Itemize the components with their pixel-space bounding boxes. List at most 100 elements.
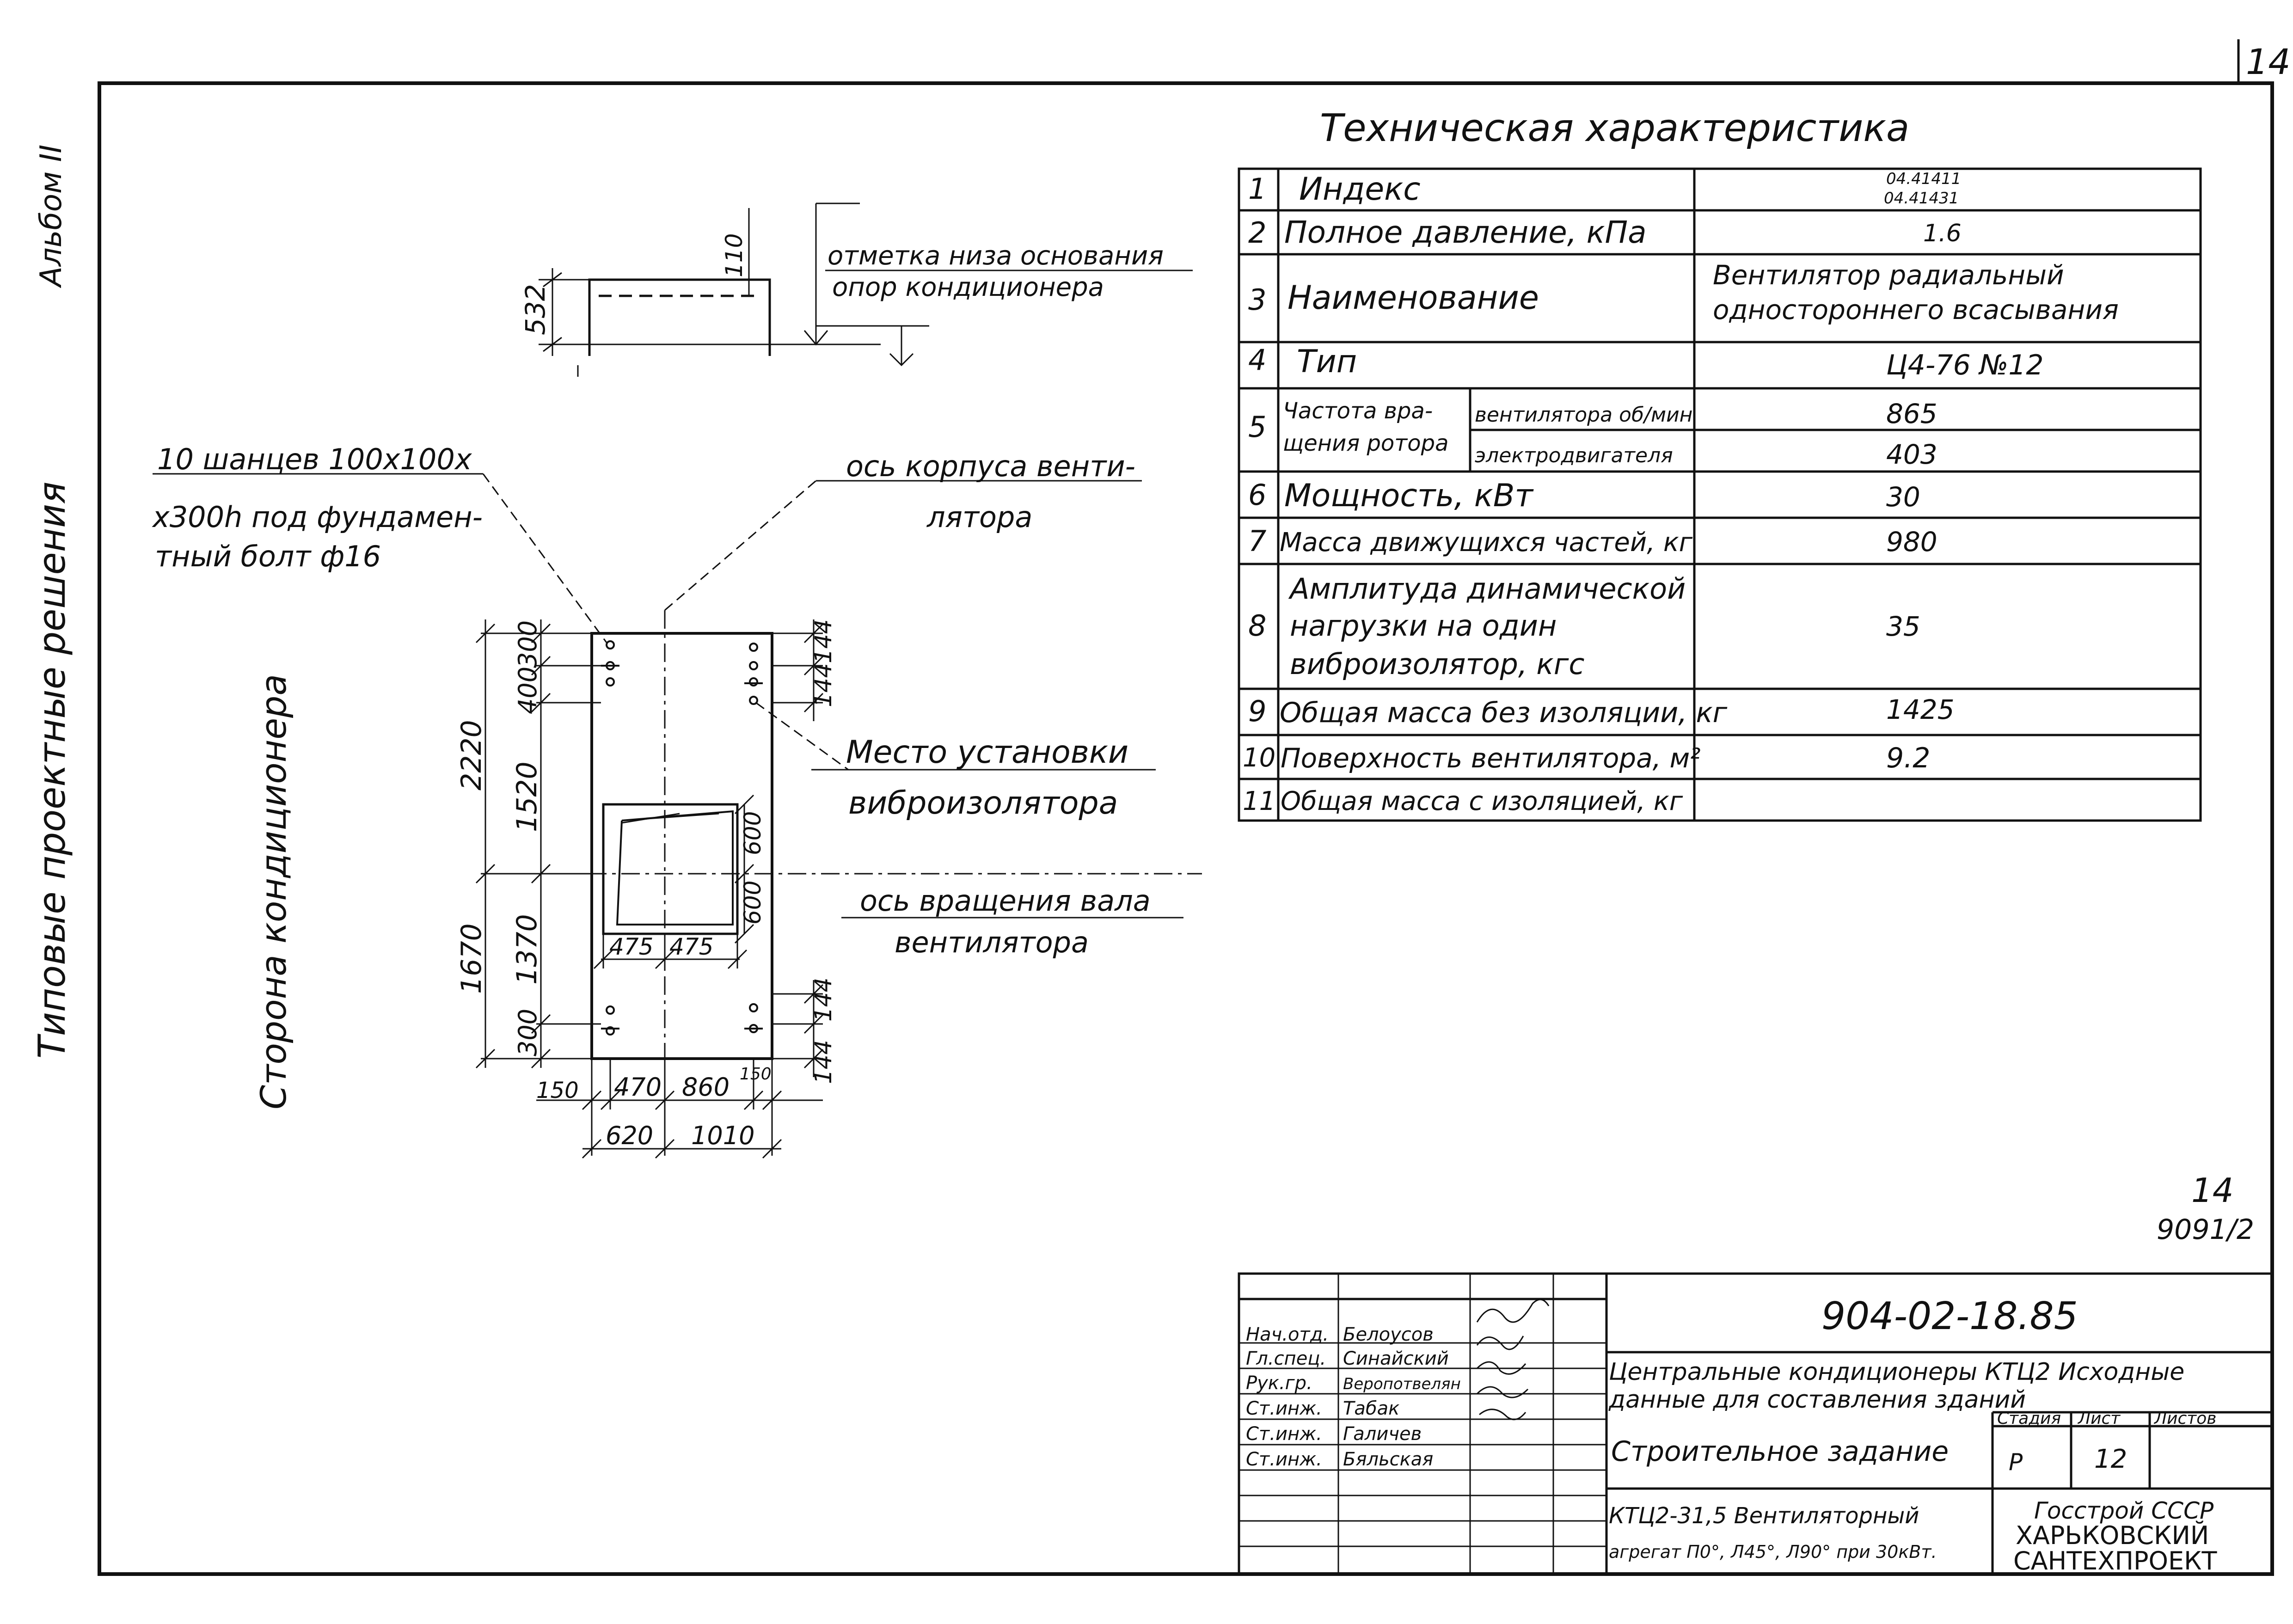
- support-mark-line-1: отметка низа основания: [828, 241, 1164, 271]
- row-10-value: 9.2: [1886, 742, 1930, 774]
- row-4-value: Ц4-76 №12: [1886, 349, 2044, 381]
- org-line-2: ХАРЬКОВСКИЙ: [2016, 1521, 2209, 1550]
- row-7-name: Масса движущихся частей, кг: [1280, 527, 1693, 558]
- dim-470: 470: [614, 1072, 662, 1102]
- dim-144-b: 144: [810, 663, 837, 707]
- sheet-value: 12: [2094, 1444, 2127, 1474]
- title-block: Нач.отд. Белоусов Гл.спец. Синайский Рук…: [1246, 1294, 2217, 1575]
- title-block-grid: [1238, 1272, 2274, 1575]
- unit-line-2: агрегат П0°, Л45°, Л90° при 30кВт.: [1609, 1542, 1937, 1562]
- dim-150-b: 150: [740, 1065, 772, 1084]
- dim-600-b: 600: [739, 881, 766, 925]
- row-5-sub-1: вентилятора об/мин: [1475, 403, 1692, 427]
- sheet-mark-number: 14: [2191, 1171, 2234, 1210]
- dim-600-a: 600: [739, 811, 766, 855]
- row-3-value-1: Вентилятор радиальный: [1713, 259, 2064, 291]
- row-8-name-3: виброизолятор, кгс: [1290, 647, 1584, 681]
- org-line-1: Госстрой СССР: [2034, 1497, 2214, 1524]
- shaft-axis-1: ось вращения вала: [860, 884, 1151, 918]
- row-1-value-1: 04.41411: [1886, 170, 1961, 188]
- row-2-value: 1.6: [1923, 220, 1962, 247]
- dim-chains: [475, 619, 824, 1159]
- axis-body-1: ось корпуса венти-: [846, 449, 1135, 483]
- dim-150-a: 150: [536, 1078, 579, 1103]
- sheet-mark-code: 9091/2: [2157, 1213, 2254, 1246]
- row-1-n: 1: [1248, 172, 1266, 206]
- row-8-n: 8: [1248, 609, 1266, 643]
- row-1-name: Индекс: [1299, 171, 1421, 208]
- row-5-value-2: 403: [1886, 439, 1937, 470]
- row-3-n: 3: [1248, 283, 1266, 317]
- person-6-role: Ст.инж.: [1246, 1449, 1322, 1470]
- dim-144-a: 144: [810, 619, 837, 663]
- row-6-value: 30: [1886, 481, 1920, 513]
- album-label: Альбом II: [34, 145, 68, 288]
- person-5-name: Галичев: [1343, 1423, 1422, 1445]
- dim-1010: 1010: [691, 1121, 754, 1150]
- row-8-name-1: Амплитуда динамической: [1288, 572, 1686, 606]
- person-2-name: Синайский: [1343, 1348, 1449, 1369]
- row-8-value: 35: [1886, 611, 1920, 642]
- row-1-value-2: 04.41431: [1884, 189, 1959, 208]
- row-3-value-2: одностороннего всасывания: [1713, 294, 2119, 325]
- unit-line-1: КТЦ2-31,5 Вентиляторный: [1609, 1503, 1919, 1529]
- leader-lines: [153, 473, 1183, 919]
- sheets-label: Листов: [2153, 1409, 2216, 1428]
- dim-475-a: 475: [609, 933, 653, 960]
- sheet-label: Лист: [2077, 1409, 2121, 1428]
- dim-144-d: 144: [810, 1040, 837, 1084]
- doc-code: 904-02-18.85: [1821, 1294, 2078, 1338]
- org-line-3: САНТЕХПРОЕКТ: [2013, 1546, 2217, 1575]
- dim-475-b: 475: [669, 933, 713, 960]
- dim-860: 860: [682, 1072, 730, 1102]
- sheet-frame: [98, 81, 2274, 1576]
- row-8-name-2: нагрузки на один: [1290, 609, 1557, 643]
- stage-value: Р: [2009, 1449, 2023, 1476]
- side-label: Сторона кондиционера: [253, 674, 294, 1109]
- row-5-sub-2: электродвигателя: [1475, 444, 1673, 467]
- row-7-value: 980: [1886, 526, 1937, 558]
- row-5-value-1: 865: [1886, 398, 1937, 429]
- row-9-n: 9: [1248, 694, 1266, 728]
- isolator-2: виброизолятора: [848, 785, 1118, 821]
- person-6-name: Бяльская: [1343, 1449, 1433, 1470]
- person-1-name: Белоусов: [1343, 1324, 1434, 1345]
- row-2-name: Полное давление, кПа: [1284, 214, 1647, 250]
- axis-body-2: лятора: [926, 500, 1032, 534]
- dim-300-bottom: 300: [513, 1009, 542, 1056]
- task-label: Строительное задание: [1611, 1435, 1949, 1468]
- shaft-axis-2: вентилятора: [895, 925, 1089, 959]
- dim-620: 620: [606, 1121, 653, 1150]
- row-5-name-1: Частота вра-: [1283, 398, 1433, 424]
- row-5-n: 5: [1248, 410, 1266, 444]
- page-number: 14: [2246, 41, 2291, 82]
- dim-400: 400: [513, 667, 542, 714]
- elevation-view: [539, 202, 1193, 377]
- dim-1520: 1520: [511, 761, 543, 832]
- dim-1670: 1670: [455, 923, 488, 994]
- row-9-name: Общая масса без изоляции, кг: [1280, 697, 1728, 729]
- dim-144-c: 144: [810, 978, 837, 1022]
- row-11-n: 11: [1243, 786, 1275, 816]
- isolator-1: Место установки: [846, 734, 1128, 771]
- row-6-n: 6: [1248, 478, 1266, 512]
- dim-2220: 2220: [455, 720, 488, 791]
- person-5-role: Ст.инж.: [1246, 1423, 1322, 1445]
- plan-view: [590, 632, 773, 1060]
- stage-label: Стадия: [1997, 1409, 2061, 1428]
- anchor-holes: [601, 640, 763, 1036]
- anchor-note-2: х300h под фундамен-: [152, 500, 483, 534]
- row-7-n: 7: [1248, 524, 1266, 558]
- row-4-name: Тип: [1297, 343, 1357, 380]
- row-5-name-2: щения ротора: [1283, 430, 1449, 456]
- dim-300-top: 300: [513, 620, 542, 668]
- row-6-name: Мощность, кВт: [1284, 478, 1534, 514]
- description-2: данные для составления зданий: [1608, 1386, 2026, 1414]
- person-2-role: Гл.спец.: [1246, 1348, 1326, 1369]
- tech-table: 1 Индекс 04.41411 04.41431 2 Полное давл…: [1243, 170, 2119, 816]
- dim-110: 110: [721, 233, 748, 277]
- series-label: Типовые проектные решения: [31, 482, 74, 1059]
- description-1: Центральные кондиционеры КТЦ2 Исходные: [1609, 1358, 2184, 1386]
- row-10-name: Поверхность вентилятора, м²: [1281, 742, 1701, 774]
